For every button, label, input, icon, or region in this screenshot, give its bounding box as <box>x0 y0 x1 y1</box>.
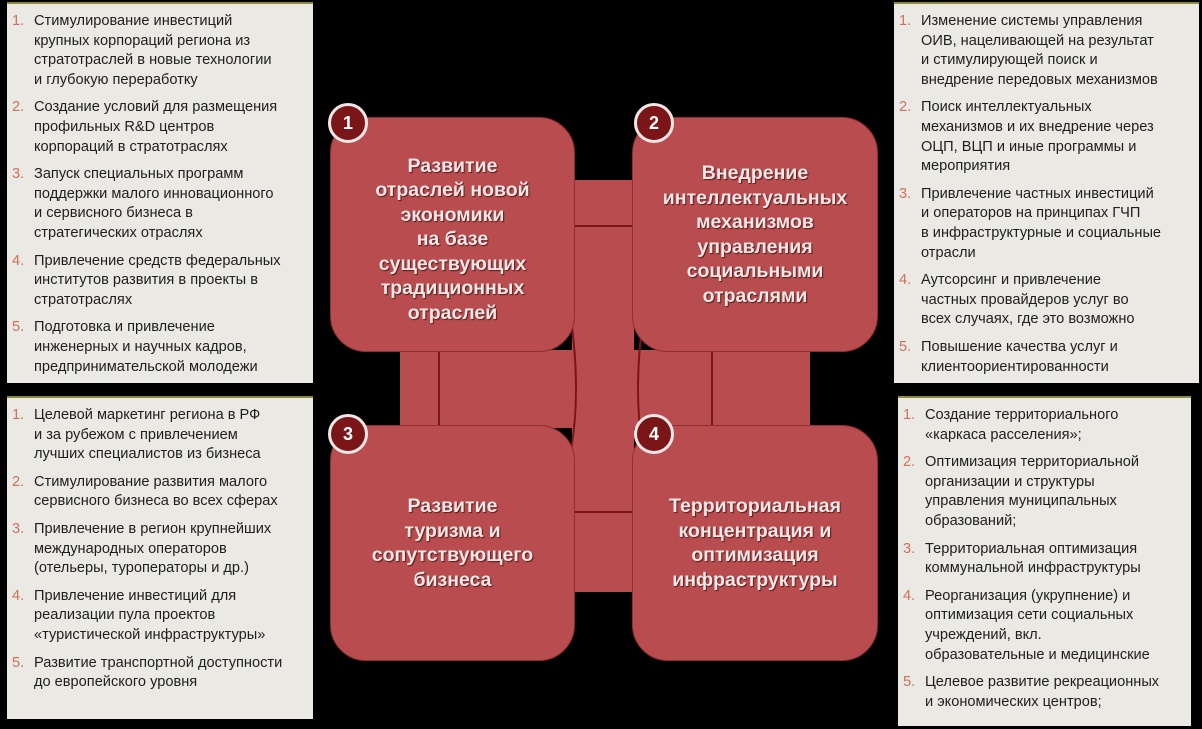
list-item-number: 3. <box>12 166 25 183</box>
list-item-number: 5. <box>12 654 25 671</box>
panel-bottom-right: 1. Создание территориального «каркаса рас… <box>898 396 1191 726</box>
list-item-number: 5. <box>903 674 916 691</box>
list-item-text: Территориальная оптимизация коммунальной… <box>925 540 1141 577</box>
list-item-number: 4. <box>12 252 25 269</box>
list-item: 3. Привлечение частных инвестиций и опера… <box>899 185 1195 263</box>
list-item: 1. Изменение системы управления ОИВ, наце… <box>899 12 1195 90</box>
list-item-text: Аутсорсинг и привлечение частных провайд… <box>921 272 1135 328</box>
list-item: 3. Территориальная оптимизация коммунальн… <box>903 540 1187 579</box>
list-item: 1. Создание территориального «каркаса рас… <box>903 406 1187 445</box>
direction-box-1: Развитие отраслей новой экономики на баз… <box>330 117 575 352</box>
list-item-text: Поиск интеллектуальных механизмов и их в… <box>921 99 1154 175</box>
list-item: 1. Целевой маркетинг региона в РФ и за ру… <box>12 406 309 465</box>
list-item-number: 5. <box>12 319 25 336</box>
direction-box-4: Территориальная концентрация и оптимизац… <box>632 425 878 661</box>
list-item-text: Реорганизация (укрупнение) и оптимизация… <box>925 587 1150 663</box>
list-item: 1. Стимулирование инвестиций крупных корп… <box>12 12 309 90</box>
list-item: 2. Оптимизация территориальной организаци… <box>903 453 1187 531</box>
panel-top-left: 1. Стимулирование инвестиций крупных корп… <box>7 2 313 383</box>
direction-box-3: Развитие туризма и сопутствующего бизнес… <box>330 425 575 661</box>
list-item-text: Стимулирование инвестиций крупных корпор… <box>34 13 272 88</box>
list-item: 4. Реорганизация (укрупнение) и оптимизац… <box>903 587 1187 665</box>
panel-bottom-left: 1. Целевой маркетинг региона в РФ и за ру… <box>7 396 313 719</box>
list-item-text: Привлечение частных инвестиций и операто… <box>921 185 1162 261</box>
number-badge-1: 1 <box>328 103 368 143</box>
number-badge-4: 4 <box>634 414 674 454</box>
list-item: 5. Повышение качества услуг и клиентоорие… <box>899 338 1195 377</box>
list-item: 4. Привлечение инвестиций для реализации … <box>12 587 309 646</box>
list-item-number: 1. <box>899 13 912 29</box>
list-item-number: 1. <box>12 13 25 29</box>
list-item-text: Повышение качества услуг и клиентоориент… <box>921 338 1118 375</box>
list-item-number: 2. <box>12 99 25 116</box>
list-item-text: Привлечение средств федеральных институт… <box>34 252 281 308</box>
list-item-text: Подготовка и привлечение инженерных и на… <box>34 319 258 375</box>
list-item-number: 1. <box>903 407 916 423</box>
list-item: 5. Подготовка и привлечение инженерных и … <box>12 318 309 377</box>
list-item: 5. Целевое развитие рекреационных и эконо… <box>903 673 1187 712</box>
number-badge-3: 3 <box>328 414 368 454</box>
direction-box-2: Внедрение интеллектуальных механизмов уп… <box>632 117 878 352</box>
list-item-number: 2. <box>899 99 912 116</box>
list-item: 2. Поиск интеллектуальных механизмов и их… <box>899 98 1195 176</box>
list-item-text: Запуск специальных программ поддержки ма… <box>34 166 274 241</box>
list-item-number: 1. <box>12 407 25 423</box>
list-item: 3. Запуск специальных программ поддержки … <box>12 165 309 243</box>
list-item-number: 3. <box>899 185 912 202</box>
list-item-number: 4. <box>899 272 912 289</box>
list-item-number: 5. <box>899 338 912 355</box>
list-item: 3. Привлечение в регион крупнейших междун… <box>12 520 309 579</box>
list-item-number: 3. <box>12 520 25 537</box>
vertical-connector-band <box>572 180 634 592</box>
list-item: 5. Развитие транспортной доступности до е… <box>12 654 309 693</box>
list-item-text: Стимулирование развития малого сервисног… <box>34 473 278 510</box>
list-item: 2. Стимулирование развития малого сервисн… <box>12 473 309 512</box>
list-item-text: Целевое развитие рекреационных и экономи… <box>925 674 1160 710</box>
list-item-text: Создание территориального «каркаса рассе… <box>925 407 1119 443</box>
list-item-number: 2. <box>12 473 25 490</box>
list-item-text: Оптимизация территориальной организации … <box>925 454 1140 529</box>
list-item: 4. Аутсорсинг и привлечение частных прова… <box>899 271 1195 330</box>
list-item-text: Развитие транспортной доступности до евр… <box>34 654 283 691</box>
list-item-number: 3. <box>903 540 916 557</box>
list-item: 4. Привлечение средств федеральных инстит… <box>12 252 309 311</box>
list-item-number: 4. <box>903 587 916 604</box>
list-item-number: 2. <box>903 454 916 471</box>
list-item-text: Привлечение инвестиций для реализации пу… <box>34 587 266 643</box>
panel-top-right: 1. Изменение системы управления ОИВ, наце… <box>894 2 1199 383</box>
list-item-number: 4. <box>12 587 25 604</box>
list-item-text: Создание условий для размещения профильн… <box>34 99 278 155</box>
list-item: 2. Создание условий для размещения профил… <box>12 98 309 157</box>
number-badge-2: 2 <box>634 103 674 143</box>
list-item-text: Изменение системы управления ОИВ, нацели… <box>921 13 1158 88</box>
list-item-text: Привлечение в регион крупнейших междунар… <box>34 520 272 577</box>
list-item-text: Целевой маркетинг региона в РФ и за рубе… <box>34 407 261 463</box>
